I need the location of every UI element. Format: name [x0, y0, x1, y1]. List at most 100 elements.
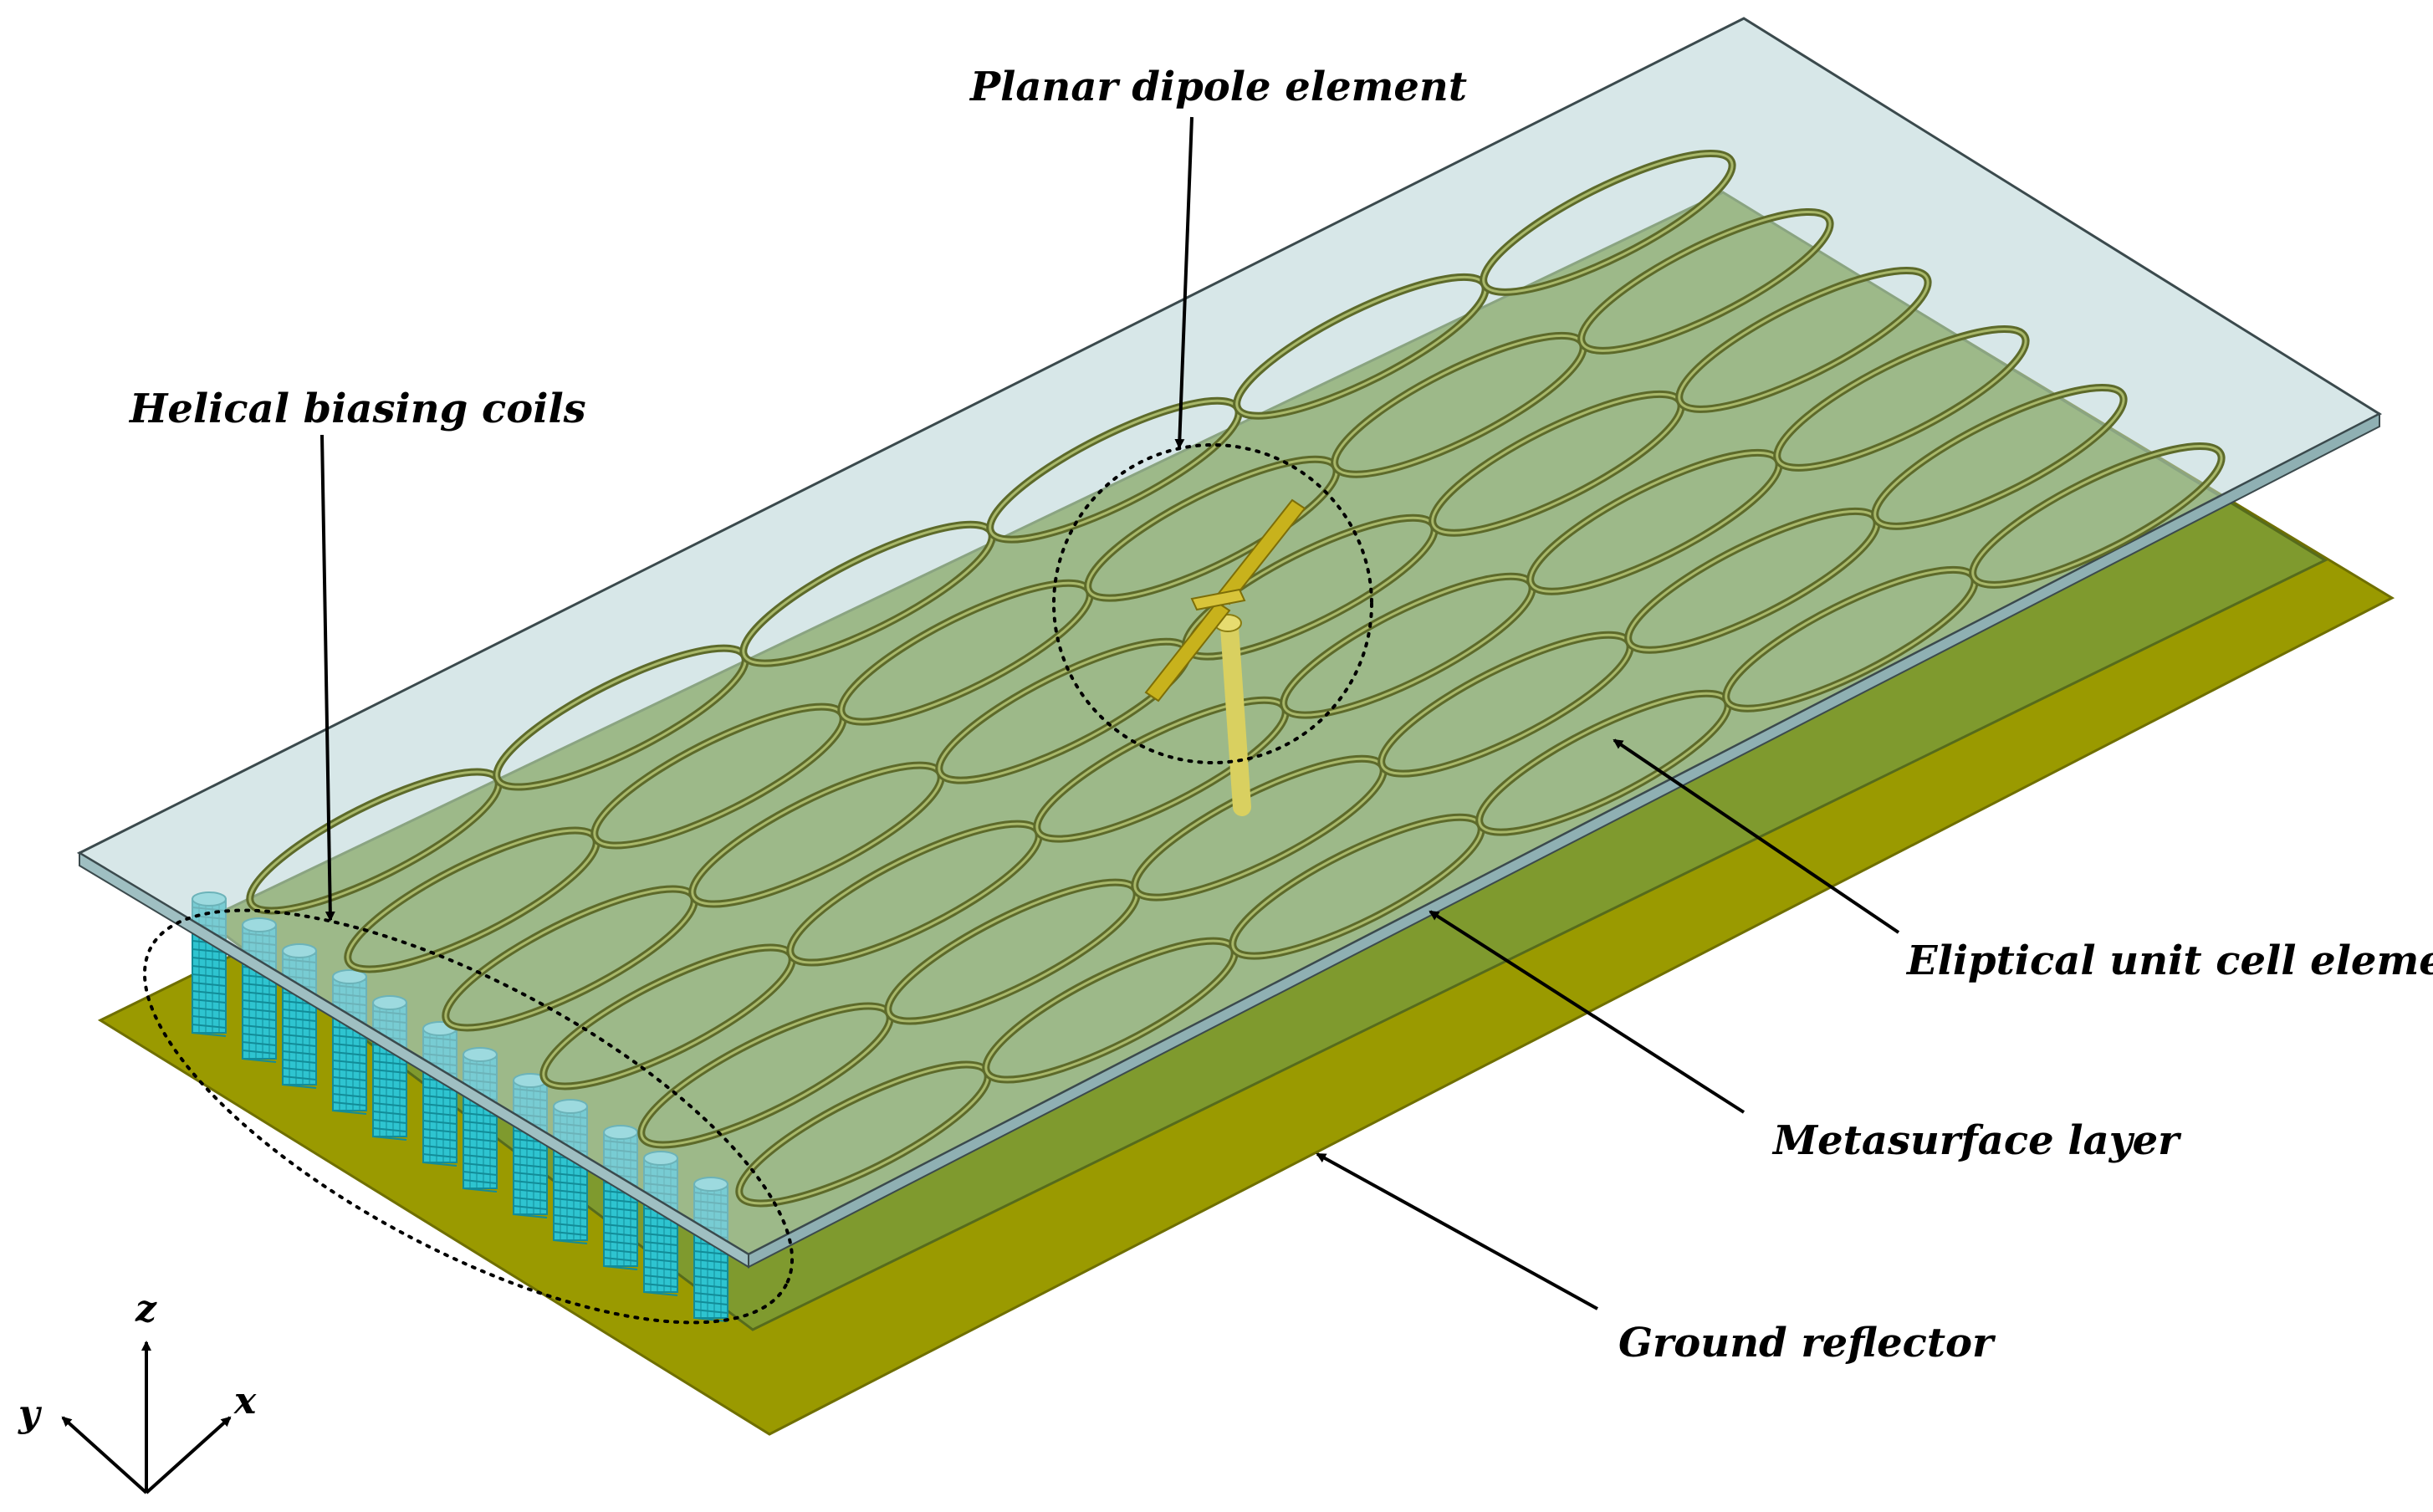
coil-turn [192, 1032, 227, 1037]
coil-turn [553, 1198, 588, 1203]
coil-turn [332, 1110, 367, 1115]
eliptical-cell-leader [1613, 738, 1900, 934]
coil-turn [422, 1103, 457, 1108]
coil-turn [372, 1111, 407, 1116]
coil-turn [282, 1067, 317, 1072]
coil-turn [643, 1283, 678, 1288]
coil-turn [643, 1224, 678, 1229]
coil-turn [513, 1205, 548, 1210]
coil-turn [332, 1068, 367, 1073]
coil-turn [282, 1034, 317, 1039]
helical-coils-label: Helical biasing coils [128, 386, 586, 432]
dipole-arm-lower [1144, 600, 1231, 702]
y-axis-label: y [18, 1392, 43, 1435]
substrate-edge-right [748, 412, 2380, 1269]
coil-turn [372, 1085, 407, 1091]
coil-turn [192, 1015, 227, 1020]
coil-turn [603, 1223, 638, 1228]
coil-turn [643, 1249, 678, 1254]
dipole-highlight-circle [1052, 443, 1373, 764]
coil-turn [282, 1009, 317, 1014]
coil-turn [463, 1129, 498, 1134]
coil-turn [513, 1155, 548, 1160]
coil-turn [603, 1215, 638, 1220]
eliptical-cell-label: Eliptical unit cell element [1905, 937, 2433, 984]
coil-turn [643, 1266, 678, 1271]
eliptical-unit-cell-highlight [1678, 268, 1930, 411]
coil-turn [332, 1085, 367, 1090]
coil-turn [603, 1207, 638, 1212]
z-axis-label: z [135, 1288, 157, 1331]
y-axis-arrow [61, 1416, 148, 1494]
coil-turn [282, 1017, 317, 1022]
coil-turn [422, 1095, 457, 1100]
coil-turn [463, 1112, 498, 1117]
coil-turn [463, 1137, 498, 1142]
coil-turn [553, 1223, 588, 1228]
coil-turn [553, 1181, 588, 1186]
coil-turn [693, 1250, 728, 1255]
coil-turn [372, 1069, 407, 1074]
metasurface-leader [1429, 910, 1746, 1114]
coil-turn [603, 1249, 638, 1254]
coil-turn [372, 1060, 407, 1065]
coil-turn [693, 1259, 728, 1264]
coil-turn [242, 1016, 277, 1021]
coil-turn [242, 1024, 277, 1029]
coil-turn [192, 990, 227, 995]
coil-turn [643, 1241, 678, 1246]
coil-turn [422, 1128, 457, 1133]
coil-turn [513, 1180, 548, 1185]
coil-turn [372, 1136, 407, 1141]
coil-turn [643, 1233, 678, 1238]
coil-turn [463, 1171, 498, 1176]
coil-turn [603, 1198, 638, 1203]
coil-turn [422, 1111, 457, 1116]
coil-turn [463, 1154, 498, 1159]
x-axis-arrow [145, 1416, 232, 1494]
coil-turn [463, 1179, 498, 1184]
coil-turn [693, 1267, 728, 1272]
coil-turn [192, 982, 227, 987]
coil-turn [332, 1101, 367, 1106]
coil-turn [192, 973, 227, 978]
coil-turn [643, 1258, 678, 1263]
dipole-feed-gap [1190, 588, 1246, 611]
coil-turn [553, 1206, 588, 1211]
coil-turn [242, 991, 277, 996]
coil-turn [242, 1008, 277, 1013]
coil-turn [192, 948, 227, 953]
coil-turn [282, 1075, 317, 1080]
coil-turn [282, 1059, 317, 1064]
coil-turn [372, 1102, 407, 1107]
helical-coils-leader [320, 434, 335, 922]
ground-leader [1316, 1152, 1598, 1310]
coil-turn [332, 1051, 367, 1056]
coil-turn [553, 1214, 588, 1219]
planar-dipole-group [1144, 498, 1306, 816]
coil-turn [372, 1127, 407, 1132]
feed-post [1220, 618, 1251, 816]
coil-turn [553, 1189, 588, 1194]
eliptical-unit-cell-highlight [1971, 444, 2223, 586]
coil-turn [192, 1024, 227, 1029]
coil-turn [603, 1232, 638, 1237]
coil-turn [603, 1265, 638, 1270]
coil-turn [192, 999, 227, 1004]
coil-turn [463, 1188, 498, 1193]
coil-turn [192, 957, 227, 962]
coil-turn [192, 1007, 227, 1012]
coil-turn [643, 1291, 678, 1296]
coil-turn [242, 1041, 277, 1046]
eliptical-unit-cell-highlight [1580, 210, 1832, 352]
coil-turn [553, 1172, 588, 1177]
coil-turn [513, 1188, 548, 1193]
coil-turn [282, 1050, 317, 1055]
coil-turn [693, 1275, 728, 1280]
planar-dipole-label: Planar dipole element [969, 64, 1467, 110]
coil-turn [693, 1317, 728, 1322]
coil-turn [242, 983, 277, 988]
coil-turn [372, 1119, 407, 1124]
coil-turn [372, 1094, 407, 1099]
